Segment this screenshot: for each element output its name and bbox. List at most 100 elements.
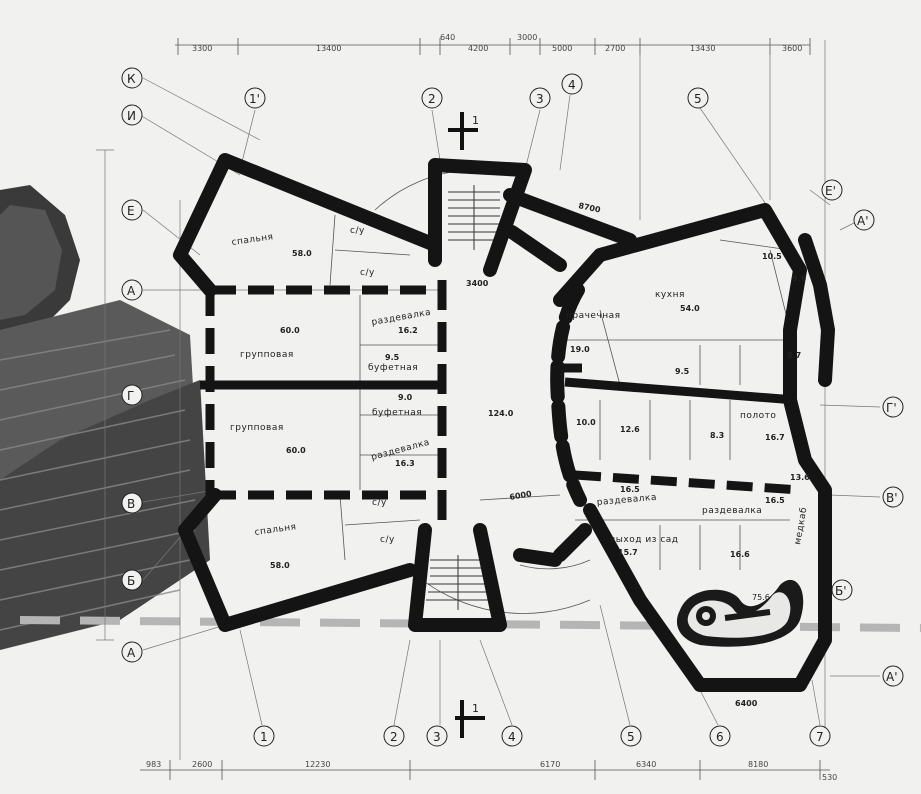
- axis-label-a-bottom: А: [127, 646, 136, 660]
- laundry-area: 10.0: [576, 418, 596, 427]
- vestibule-area: 16.6: [730, 550, 750, 559]
- section-mark-bottom-label: 1: [472, 702, 479, 715]
- dim-6000: 6000: [509, 489, 533, 502]
- linen-area: 16.7: [765, 433, 785, 442]
- dimension-chain-bottom: 983 2600 12230 6170 6340 8180 530: [140, 760, 837, 782]
- dim-top-1: 13400: [316, 44, 341, 53]
- changing-right-2-label: раздевалка: [702, 506, 762, 516]
- dim-3400: 3400: [466, 279, 489, 288]
- buffet-top-area: 9.5: [385, 353, 400, 362]
- stairs-bottom: [426, 555, 490, 610]
- axis-label-g-prime: Г': [886, 401, 897, 415]
- buffet-bottom-area: 9.0: [398, 393, 413, 402]
- pool-area: 75.6: [752, 593, 770, 602]
- dim-6400: 6400: [735, 699, 758, 708]
- interior-walls: [200, 285, 801, 500]
- dim-8700: 8700: [578, 201, 602, 215]
- interior-partitions: [329, 169, 791, 614]
- pool: 75.6: [676, 579, 804, 647]
- terrain-render: [0, 185, 210, 650]
- medical-label: медкаб: [793, 506, 809, 545]
- dim-top-7: 13430: [690, 44, 715, 53]
- axis-label-v: В: [127, 497, 135, 511]
- buffet-top-label: буфетная: [368, 363, 418, 373]
- dim-top-0: 3300: [192, 44, 212, 53]
- exit-label: выход из сад: [610, 535, 679, 545]
- group-bottom-label: групповая: [230, 423, 284, 433]
- group-bottom-area: 60.0: [286, 446, 306, 455]
- room-misc-0: 12.6: [620, 425, 640, 434]
- axis-label-g: Г: [127, 389, 134, 403]
- bedroom-bottom-area: 58.0: [270, 561, 290, 570]
- room-misc-3: 10.5: [762, 252, 782, 261]
- axis-bubbles-left: К И Е А Г В Б А: [121, 67, 143, 663]
- exit-area: 15.7: [618, 548, 638, 557]
- axis-label-b-prime: Б': [835, 584, 847, 598]
- dim-top-4: 3000: [517, 33, 537, 42]
- exterior-walls: [173, 153, 835, 692]
- dimension-chain-top: 3300 13400 640 4200 3000 5000 2700 13430…: [175, 33, 811, 55]
- buffet-bottom-label: буфетная: [372, 408, 422, 418]
- axis-label-e: Е: [127, 204, 135, 218]
- axis-top-1prime: 1': [249, 92, 260, 106]
- dim-bottom-2: 12230: [305, 760, 330, 769]
- axis-label-a-prime-top: А': [857, 214, 869, 228]
- bedroom-bottom-label: спальня: [254, 522, 297, 538]
- axis-bottom-4: 4: [508, 730, 516, 744]
- axis-top-5: 5: [694, 92, 702, 106]
- changing-right-1-label: раздевалка: [596, 493, 657, 508]
- medical-area: 13.6: [790, 473, 810, 482]
- dim-top-2: 640: [440, 33, 455, 42]
- dim-bottom-4: 6340: [636, 760, 656, 769]
- changing-bottom-area: 16.3: [395, 459, 415, 468]
- bedroom-top-label: спальня: [231, 232, 274, 248]
- bedroom-top-area: 58.0: [292, 249, 312, 258]
- laundry-label: прачечная: [566, 311, 621, 321]
- axis-label-v-prime: В': [886, 491, 898, 505]
- axis-label-a-prime-bottom: А': [886, 670, 898, 684]
- room-misc-2: 9.5: [675, 367, 690, 376]
- axis-bottom-5: 5: [627, 730, 635, 744]
- dim-bottom-3: 6170: [540, 760, 560, 769]
- section-mark-top-label: 1: [472, 114, 479, 127]
- group-top-label: групповая: [240, 350, 294, 360]
- linen-label: полото: [740, 411, 776, 421]
- dim-bottom-5: 8180: [748, 760, 768, 769]
- axis-bottom-6: 6: [716, 730, 724, 744]
- axis-bottom-7: 7: [816, 730, 824, 744]
- section-marker-top: 1: [448, 112, 479, 150]
- kitchen-area: 54.0: [680, 304, 700, 313]
- room-misc-6: 19.0: [570, 345, 590, 354]
- axis-top-2: 2: [428, 92, 436, 106]
- axis-bubbles-bottom: 1 2 3 4 5 6 7: [253, 725, 831, 747]
- axis-top-4: 4: [568, 78, 576, 92]
- axis-bubbles-right: Е' А' Г' В' Б' А': [821, 179, 904, 687]
- axis-bubbles-top: 1' 2 3 4 5: [244, 73, 709, 109]
- wc-4-label: с/у: [380, 535, 395, 545]
- axis-label-e-prime: Е': [825, 184, 836, 198]
- changing-top-label: раздевалка: [371, 308, 432, 328]
- changing-top-area: 16.2: [398, 326, 418, 335]
- changing-right-2-area: 16.5: [765, 496, 785, 505]
- dim-top-8: 3600: [782, 44, 802, 53]
- room-misc-5: 8.7: [787, 351, 801, 360]
- group-top-area: 60.0: [280, 326, 300, 335]
- axis-bottom-1: 1: [260, 730, 268, 744]
- wc-1-label: с/у: [350, 226, 365, 236]
- dim-bottom-6: 530: [822, 773, 837, 782]
- room-misc-4: 9.6: [792, 274, 807, 283]
- dim-top-5: 5000: [552, 44, 572, 53]
- wc-2-label: с/у: [360, 268, 375, 278]
- axis-label-k: К: [127, 72, 136, 86]
- axis-bottom-2: 2: [390, 730, 398, 744]
- dim-top-6: 2700: [605, 44, 625, 53]
- dim-bottom-0: 983: [146, 760, 161, 769]
- hall-area: 124.0: [488, 409, 514, 418]
- axis-bottom-3: 3: [433, 730, 441, 744]
- changing-right-1-area: 16.5: [620, 485, 640, 494]
- stairs-top: [448, 185, 500, 250]
- room-misc-1: 8.3: [710, 431, 724, 440]
- wc-3-label: с/у: [372, 498, 387, 508]
- section-marker-bottom: 1: [455, 700, 485, 738]
